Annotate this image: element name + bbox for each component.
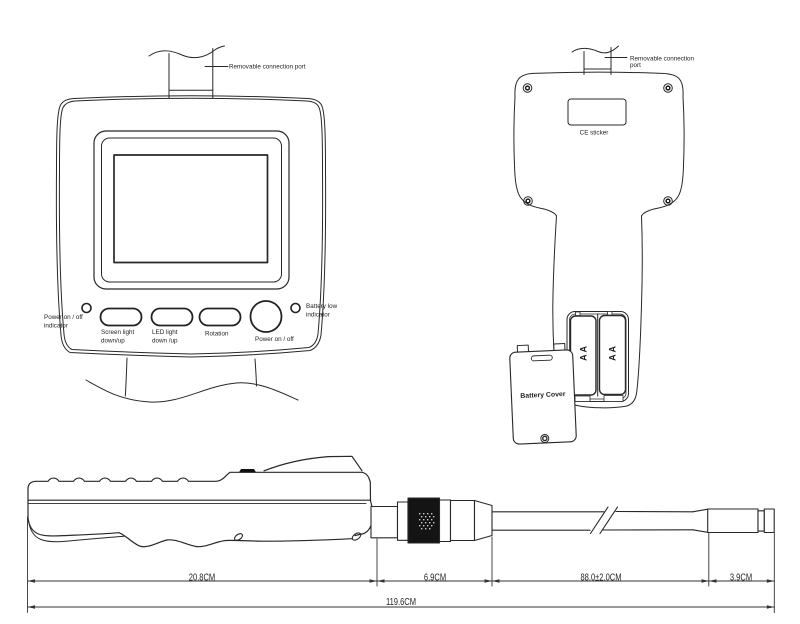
svg-text:down /up: down /up (152, 338, 178, 345)
svg-text:Power on / off: Power on / off (44, 314, 83, 321)
svg-text:Power on / off: Power on / off (255, 336, 294, 343)
svg-text:20.8CM: 20.8CM (189, 571, 215, 582)
svg-text:3.9CM: 3.9CM (730, 571, 752, 582)
svg-text:CE sticker: CE sticker (580, 130, 609, 137)
svg-text:6.9CM: 6.9CM (424, 571, 446, 582)
svg-text:Removable connection port: Removable connection port (229, 63, 306, 70)
svg-text:Screen light: Screen light (101, 329, 135, 336)
svg-text:down/up: down/up (101, 338, 125, 345)
svg-text:indicator: indicator (44, 323, 68, 330)
svg-text:indicator: indicator (306, 311, 330, 318)
svg-text:LED light: LED light (152, 329, 178, 336)
svg-text:AA: AA (607, 344, 617, 361)
svg-text:Battery low: Battery low (306, 303, 338, 310)
svg-text:Battery Cover: Battery Cover (520, 391, 566, 400)
svg-text:88.0±2.0CM: 88.0±2.0CM (580, 571, 621, 582)
svg-text:Rotation: Rotation (205, 331, 229, 338)
svg-text:AA: AA (578, 344, 588, 361)
svg-text:119.6CM: 119.6CM (386, 596, 416, 607)
svg-text:Removable connection: Removable connection (630, 56, 695, 63)
svg-text:port: port (630, 62, 641, 69)
